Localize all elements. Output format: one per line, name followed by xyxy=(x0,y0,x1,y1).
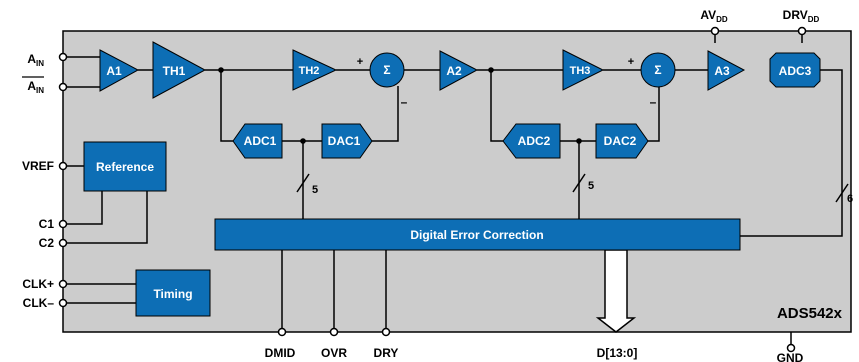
pin-c1 xyxy=(58,219,68,229)
dry-label: DRY xyxy=(374,346,399,360)
pin-clk-minus xyxy=(58,298,68,308)
vref-label: VREF xyxy=(22,159,54,173)
pin-ain-n xyxy=(58,82,68,92)
th2-amplifier xyxy=(292,49,338,91)
th3-label: TH3 xyxy=(570,65,591,77)
ovr-label: OVR xyxy=(321,346,347,360)
adc2-label: ADC2 xyxy=(518,134,551,148)
pin-c2 xyxy=(58,238,68,248)
dac2-label: DAC2 xyxy=(604,134,637,148)
avdd-label: AVDD xyxy=(700,8,728,24)
adc2-block xyxy=(502,123,561,159)
dac1-label: DAC1 xyxy=(328,134,361,148)
bus-slash-stage1 xyxy=(296,173,310,193)
pin-dmid xyxy=(277,327,287,337)
clk-minus-label: CLK– xyxy=(23,296,55,310)
timing-label: Timing xyxy=(153,287,192,301)
dac1-block xyxy=(321,123,373,159)
pin-dry xyxy=(381,327,391,337)
ain-n-label: AIN xyxy=(27,79,44,95)
dec-label: Digital Error Correction xyxy=(410,228,543,242)
clk-plus-label: CLK+ xyxy=(22,277,54,291)
reference-block xyxy=(83,141,167,192)
a2-amplifier xyxy=(439,50,479,91)
pin-gnd xyxy=(786,343,796,353)
digital-error-correction-block xyxy=(214,218,741,251)
junction-dot xyxy=(576,138,582,144)
summer-2 xyxy=(640,52,676,88)
bus-width-stage1: 5 xyxy=(312,184,318,196)
pin-ovr xyxy=(329,327,339,337)
bus-width-stage2: 5 xyxy=(588,180,594,192)
blocks xyxy=(83,41,821,317)
a1-label: A1 xyxy=(106,64,122,78)
adc3-label: ADC3 xyxy=(779,64,812,78)
signal-wires xyxy=(63,31,843,345)
sigma-2: Σ xyxy=(654,63,661,77)
summer-1 xyxy=(369,52,405,88)
summer2-plus: + xyxy=(628,56,634,68)
bus-width-slashes xyxy=(296,173,849,203)
a3-label: A3 xyxy=(714,64,730,78)
drvdd-label: DRVDD xyxy=(783,8,820,24)
a2-label: A2 xyxy=(446,64,462,78)
gnd-label: GND xyxy=(777,351,804,362)
dac2-block xyxy=(595,123,649,159)
bus-slash-stage2 xyxy=(572,173,586,193)
pin-vref xyxy=(58,161,68,171)
junction-dot xyxy=(218,67,224,73)
summer2-minus: – xyxy=(650,95,657,109)
pin-circles xyxy=(58,26,807,353)
timing-block xyxy=(135,269,211,317)
summer1-plus: + xyxy=(357,56,363,68)
data-bus-label: D[13:0] xyxy=(597,346,638,360)
bus-slash-stage3 xyxy=(835,183,849,203)
junction-dot xyxy=(488,67,494,73)
pin-clk-plus xyxy=(58,279,68,289)
pin-ain-p xyxy=(58,52,68,62)
sigma-1: Σ xyxy=(383,63,390,77)
a1-amplifier xyxy=(99,49,140,92)
th2-label: TH2 xyxy=(299,65,320,77)
th1-label: TH1 xyxy=(163,64,186,78)
pin-avdd xyxy=(710,26,720,36)
data-bus-arrow xyxy=(595,249,637,333)
adc1-block xyxy=(232,123,283,159)
a3-amplifier xyxy=(707,50,746,91)
bus-width-stage3: 6 xyxy=(847,193,853,205)
th3-amplifier xyxy=(562,49,605,91)
summer1-minus: – xyxy=(401,95,408,109)
th1-amplifier xyxy=(152,41,207,99)
junction-dot xyxy=(300,138,306,144)
dmid-label: DMID xyxy=(265,346,296,360)
reference-label: Reference xyxy=(96,160,154,174)
adc1-label: ADC1 xyxy=(244,134,277,148)
c2-label: C2 xyxy=(39,236,55,250)
pin-drvdd xyxy=(797,26,807,36)
ain-p-label: AIN xyxy=(27,52,44,68)
adc3-block xyxy=(769,52,821,88)
part-name: ADS542x xyxy=(777,305,843,322)
c1-label: C1 xyxy=(39,217,55,231)
junction-dots xyxy=(218,67,582,144)
